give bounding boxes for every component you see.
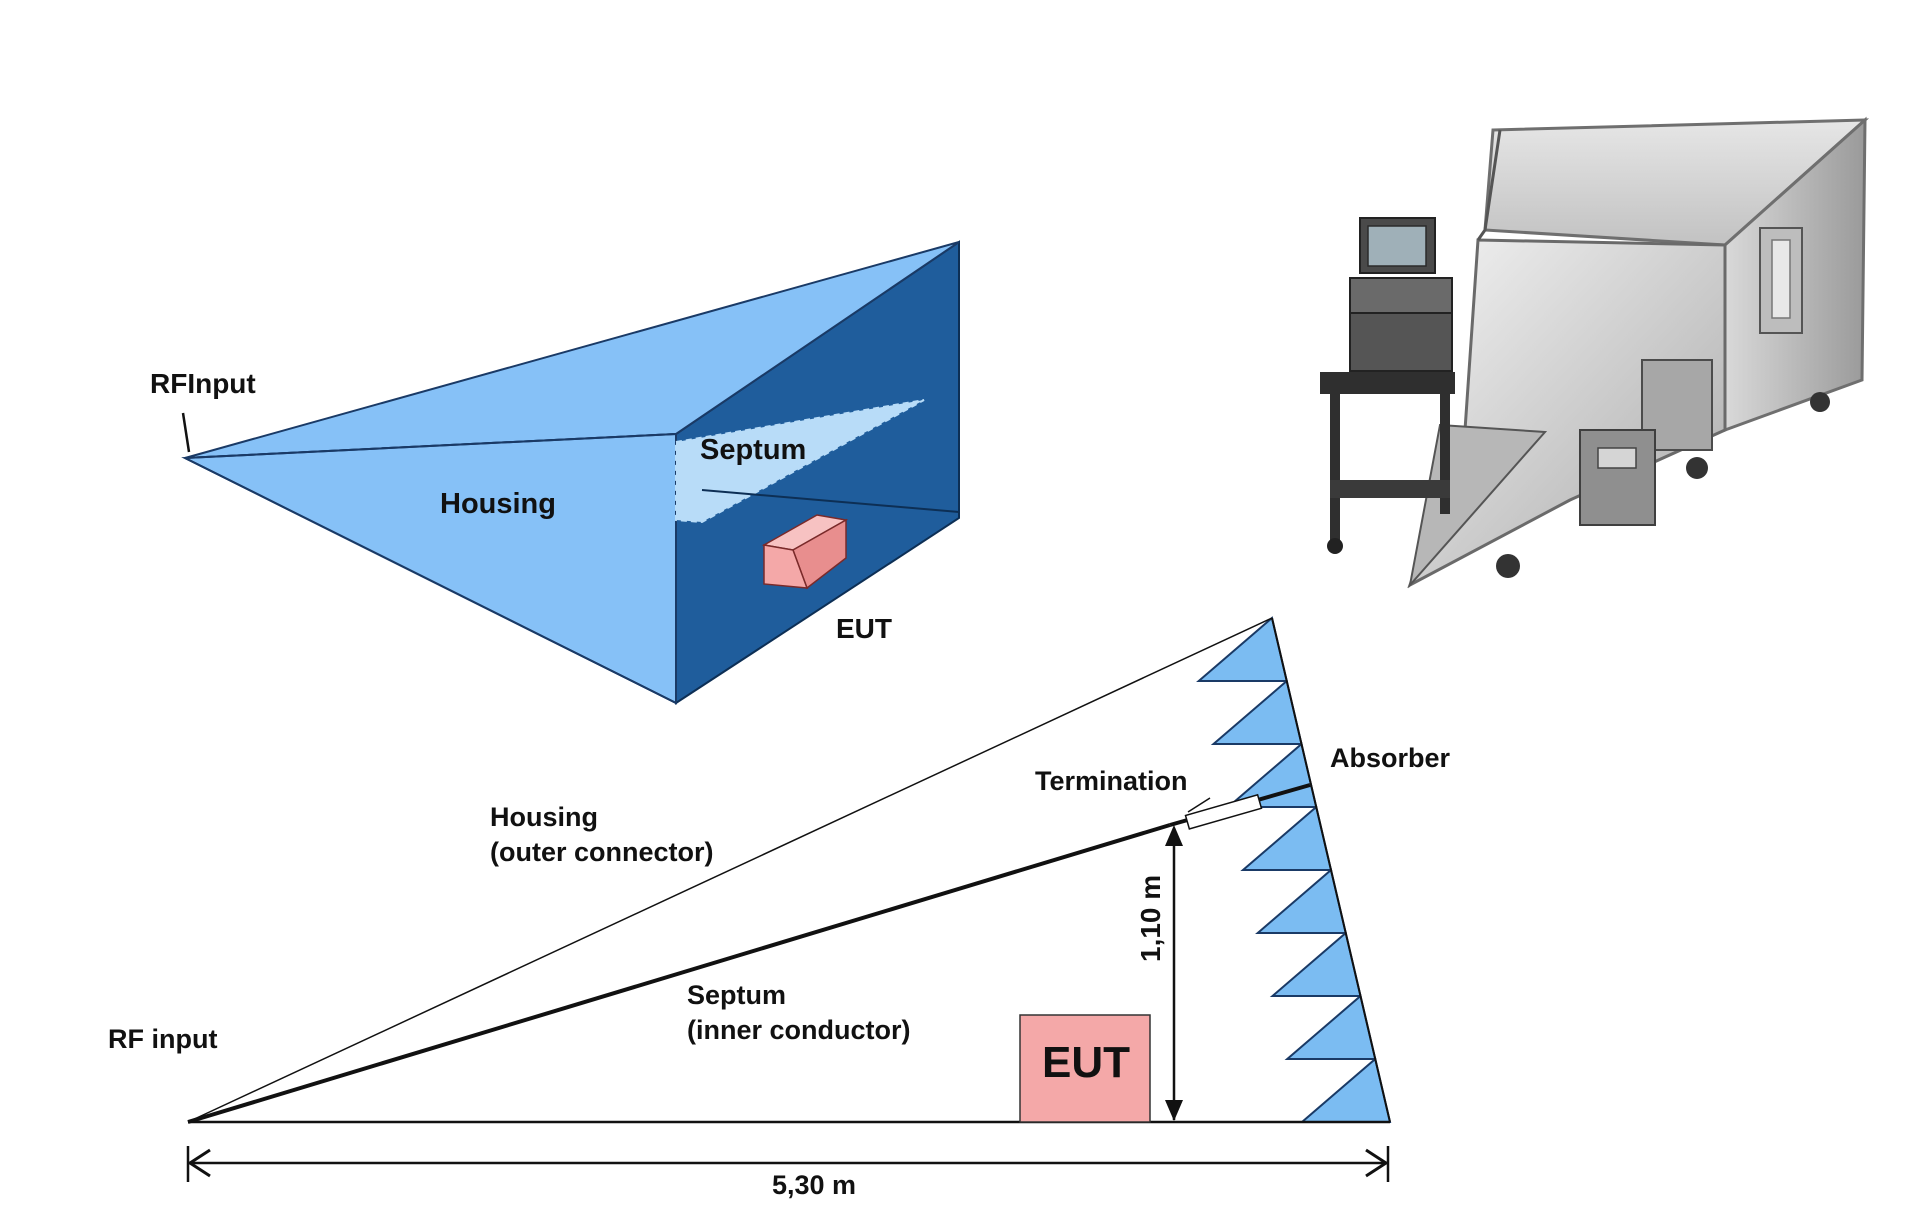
height-dimension-label: 1,10 m <box>1135 875 1166 962</box>
photo-ridge <box>1476 129 1502 241</box>
back-wall-line <box>1271 617 1391 1123</box>
absorber-wedges <box>1196 616 1392 1123</box>
housing-bottom-edge <box>184 457 677 704</box>
length-dimension-label: 5,30 m <box>772 1170 856 1200</box>
eut-top-label: EUT <box>836 613 892 644</box>
housing-top-label: Housing <box>440 488 556 520</box>
eut-box-3d <box>761 514 849 590</box>
eut-box <box>1019 1014 1151 1123</box>
termination-resistor <box>1184 793 1263 830</box>
eut-box-label: EUT <box>1042 1038 1130 1087</box>
gtem-cross-section: EUT 5,30 m 1,10 m Absorber Termination H… <box>108 616 1451 1200</box>
rf-input-leader-top <box>181 412 191 453</box>
septum-edge-line <box>701 489 960 513</box>
rf-input-top-label: RFInput <box>150 368 256 399</box>
septum-bottom-label: Septum <box>687 980 786 1010</box>
instrument-cart <box>1320 217 1455 554</box>
termination-label: Termination <box>1035 766 1188 796</box>
septum-plate <box>675 399 925 524</box>
housing-ridge-line <box>184 433 677 459</box>
rf-input-bottom-label: RF input <box>108 1024 217 1054</box>
septum-top-label: Septum <box>700 434 806 466</box>
housing-bottom-label: Housing <box>490 802 598 832</box>
septum-bottom-sublabel: (inner conductor) <box>687 1015 911 1045</box>
septum-line <box>187 823 1171 1124</box>
housing-outer-line <box>187 617 1273 1123</box>
absorber-label: Absorber <box>1330 743 1451 773</box>
gtem-photo <box>1320 116 1870 589</box>
housing-left-face <box>181 432 677 705</box>
gtem-3d-view: RFInput Housing Septum EUT <box>150 240 960 705</box>
termination-leader <box>1187 797 1211 813</box>
housing-bottom-sublabel: (outer connector) <box>490 837 714 867</box>
